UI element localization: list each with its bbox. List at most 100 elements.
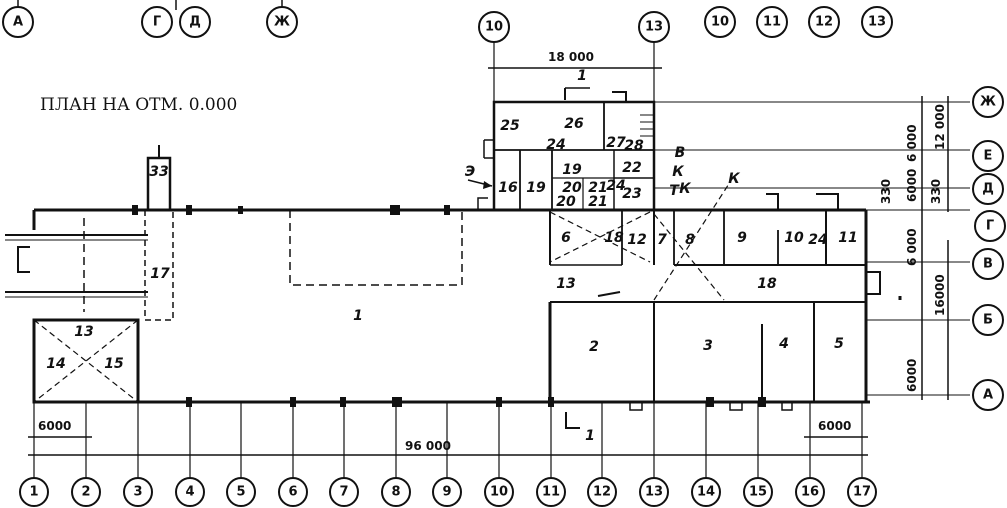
room-15: 15 xyxy=(104,356,124,372)
dim-b-a: 6000 xyxy=(905,359,919,392)
room-20-b: 20 xyxy=(556,194,576,210)
svg-text:4: 4 xyxy=(185,485,194,500)
dim-330-b: 330 xyxy=(929,179,943,204)
svg-text:7: 7 xyxy=(339,485,348,500)
svg-text:10: 10 xyxy=(711,15,729,30)
room-19-a: 19 xyxy=(526,180,546,196)
dim-zh-e: 6 000 xyxy=(905,124,919,162)
room-16: 16 xyxy=(498,180,518,196)
axis-bubble-bottom-14: 14 xyxy=(691,477,721,507)
mark-t: Т xyxy=(669,183,680,199)
svg-text:8: 8 xyxy=(391,485,400,500)
room-21-a: 21 xyxy=(588,180,607,196)
wall-columns xyxy=(132,205,766,407)
room-4: 4 xyxy=(778,336,789,352)
axis-bubble-top-12: 12 xyxy=(808,6,840,38)
mark-v: В xyxy=(675,145,686,161)
top-span-label: 18 000 xyxy=(548,50,594,64)
axis-bubble-top-10b: 10 xyxy=(704,6,736,38)
svg-text:12: 12 xyxy=(593,485,611,500)
room-7: 7 xyxy=(657,232,667,248)
svg-text:Б: Б xyxy=(983,313,993,328)
svg-text:13: 13 xyxy=(645,20,663,35)
room-5: 5 xyxy=(834,336,844,352)
svg-text:13: 13 xyxy=(645,485,663,500)
axis-bubble-top-13b: 13 xyxy=(861,6,893,38)
room-6: 6 xyxy=(561,230,571,246)
room-18-small: 18 xyxy=(604,230,624,246)
annex-right xyxy=(548,175,881,411)
svg-text:9: 9 xyxy=(442,485,451,500)
room-28: 28 xyxy=(624,138,644,154)
left-bay-label: 6000 xyxy=(38,419,71,433)
axis-bubble-bottom-15: 15 xyxy=(743,477,773,507)
room-26: 26 xyxy=(564,116,584,132)
room-8: 8 xyxy=(685,232,695,248)
room-19-b: 19 xyxy=(562,162,582,178)
svg-text:2: 2 xyxy=(81,485,90,500)
overall-dimension-label: 96 000 xyxy=(405,439,451,453)
svg-text:1: 1 xyxy=(29,485,38,500)
axis-bubble-right-d: Д xyxy=(972,173,1004,205)
axis-bubble-top-11: 11 xyxy=(756,6,788,38)
room-18-corridor: 18 xyxy=(757,276,777,292)
axis-bubble-top-zh: Ж xyxy=(266,0,298,38)
axis-bubble-right-e: Е xyxy=(972,140,1004,172)
axis-bubble-top-a: А xyxy=(2,0,34,38)
room-11: 11 xyxy=(838,230,857,246)
room-12: 12 xyxy=(627,232,646,248)
room-numbers: 1 2 3 4 5 6 7 8 9 10 11 12 13 13 14 15 1… xyxy=(46,116,857,372)
svg-text:13: 13 xyxy=(868,15,886,30)
svg-text:15: 15 xyxy=(749,485,767,500)
axis-bubble-bottom-9: 9 xyxy=(432,477,462,507)
axis-bubble-top-d: Д xyxy=(175,0,211,38)
axis-bubble-bottom-16: 16 xyxy=(795,477,825,507)
svg-text:Г: Г xyxy=(986,219,994,234)
axis-bubble-bottom-4: 4 xyxy=(175,477,205,507)
room-27: 27 xyxy=(606,135,626,151)
axis-bubble-bottom-2: 2 xyxy=(71,477,101,507)
room-23: 23 xyxy=(622,186,641,202)
axis-bubble-bottom-7: 7 xyxy=(329,477,359,507)
bottom-grid: 6000 6000 96 000 xyxy=(28,402,868,478)
axis-bubble-bottom-11: 11 xyxy=(536,477,566,507)
svg-text:Ж: Ж xyxy=(980,95,996,110)
room-2: 2 xyxy=(589,339,599,355)
dim-g-v: 6 000 xyxy=(905,228,919,266)
svg-text:14: 14 xyxy=(697,485,715,500)
room-10: 10 xyxy=(784,230,804,246)
svg-text:10: 10 xyxy=(485,20,503,35)
bottom-axis-bubbles: 1 2 3 4 5 6 7 8 9 10 11 12 13 14 15 16 1… xyxy=(19,477,877,507)
svg-text:5: 5 xyxy=(236,485,245,500)
svg-text:Д: Д xyxy=(189,15,201,30)
svg-text:11: 11 xyxy=(542,485,560,500)
dim-e-d: 6000 xyxy=(905,169,919,202)
room-13-right: 13 xyxy=(556,276,575,292)
axis-bubble-bottom-3: 3 xyxy=(123,477,153,507)
axis-bubble-bottom-17: 17 xyxy=(847,477,877,507)
axis-bubble-top-13: 13 xyxy=(638,11,670,43)
axis-bubble-bottom-1: 1 xyxy=(19,477,49,507)
room-1: 1 xyxy=(353,308,363,324)
svg-text:А: А xyxy=(13,15,23,30)
svg-text:Г: Г xyxy=(153,15,161,30)
plan-title: ПЛАН НА ОТМ. 0.000 xyxy=(40,95,237,115)
svg-text:10: 10 xyxy=(490,485,508,500)
svg-text:В: В xyxy=(983,257,993,272)
room-22: 22 xyxy=(622,160,641,176)
top-dimension: 18 000 xyxy=(488,42,662,110)
dim-16000: 16000 xyxy=(933,274,947,316)
room-13-left: 13 xyxy=(74,324,93,340)
room-17: 17 xyxy=(150,266,170,282)
right-grid: 6 000 6000 6 000 6000 12 000 16000 330 3… xyxy=(654,96,970,400)
mark-e: Э xyxy=(465,164,475,180)
room-9: 9 xyxy=(737,230,747,246)
right-axis-bubbles: Ж Е Д Г В Б А xyxy=(972,86,1006,411)
letter-marks: В К Т К Э К xyxy=(465,145,740,199)
axis-bubble-right-g: Г xyxy=(974,210,1006,242)
room-24-b: 24 xyxy=(606,178,625,194)
axis-bubble-bottom-8: 8 xyxy=(381,477,411,507)
top-axis-bubbles: А Г Д Ж 10 13 10 1 xyxy=(2,0,893,43)
svg-text:11: 11 xyxy=(763,15,781,30)
